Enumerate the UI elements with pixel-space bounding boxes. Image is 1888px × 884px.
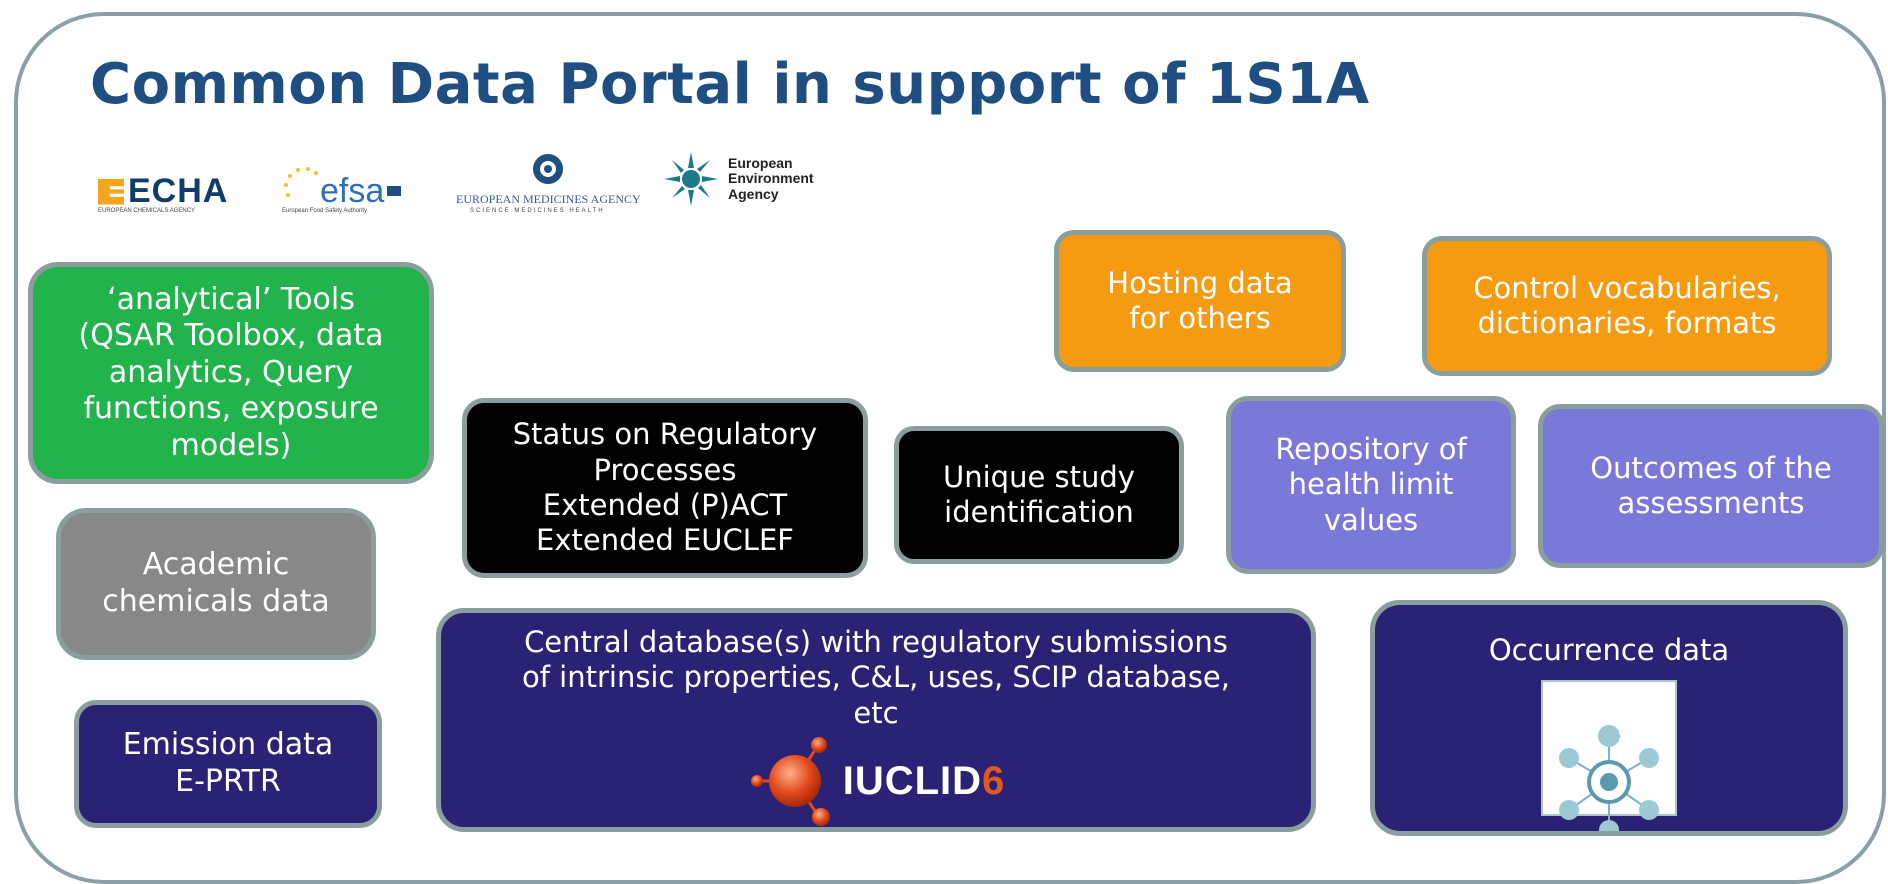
iuclid-version: 6 <box>982 758 1006 803</box>
ema-globe-icon <box>533 154 564 184</box>
outcomes-assessments-text: Outcomes of the assessments <box>1590 450 1832 520</box>
ema-logo-text: EUROPEAN MEDICINES AGENCY <box>456 192 641 206</box>
iuclid-logo: IUCLID6 <box>747 733 1006 827</box>
efsa-stars-icon <box>284 166 318 197</box>
outcomes-assessments-box: Outcomes of the assessments <box>1538 404 1884 568</box>
iuclid-molecule-icon <box>750 737 830 827</box>
emission-data-text: Emission data E-PRTR <box>122 727 334 799</box>
iuclid-logo-text: IUCLID6 <box>843 757 1006 806</box>
repository-health-box: Repository of health limit values <box>1226 396 1516 574</box>
efsa-logo-subtitle: European Food Safety Authority <box>282 208 368 214</box>
analytical-tools-text: ‘analytical’ Tools (QSAR Toolbox, data a… <box>78 281 384 463</box>
occurrence-network-image <box>1541 680 1677 831</box>
analytical-tools-box: ‘analytical’ Tools (QSAR Toolbox, data a… <box>28 262 434 484</box>
eea-logo-text: European Environment Agency <box>728 154 814 202</box>
academic-data-box: Academic chemicals data <box>56 508 376 660</box>
central-database-text: Central database(s) with regulatory subm… <box>521 625 1230 730</box>
unique-study-box: Unique study identification <box>894 426 1184 564</box>
echa-logo: ECHA <box>98 172 228 211</box>
hosting-data-box: Hosting data for others <box>1054 230 1346 372</box>
central-database-box: Central database(s) with regulatory subm… <box>436 608 1316 832</box>
network-icon <box>1559 724 1659 831</box>
control-vocab-box: Control vocabularies, dictionaries, form… <box>1422 236 1832 376</box>
eea-sun-icon <box>664 152 718 206</box>
status-regulatory-box: Status on Regulatory Processes Extended … <box>462 398 868 578</box>
control-vocab-text: Control vocabularies, dictionaries, form… <box>1473 270 1781 340</box>
page-title: Common Data Portal in support of 1S1A <box>90 52 1370 117</box>
unique-study-text: Unique study identification <box>943 459 1135 529</box>
repository-health-text: Repository of health limit values <box>1275 431 1467 537</box>
status-regulatory-text: Status on Regulatory Processes Extended … <box>512 417 818 558</box>
eea-logo: European Environment Agency <box>662 150 814 208</box>
occurrence-data-box: Occurrence data <box>1370 600 1848 836</box>
occurrence-data-text: Occurrence data <box>1488 633 1730 667</box>
echa-mark-icon <box>98 178 124 205</box>
echa-logo-subtitle: EUROPEAN CHEMICALS AGENCY <box>98 208 196 214</box>
ema-logo-subtitle: SCIENCE MEDICINES HEALTH <box>470 208 605 214</box>
academic-data-text: Academic chemicals data <box>102 547 330 619</box>
emission-data-box: Emission data E-PRTR <box>74 700 382 828</box>
ema-logo: EUROPEAN MEDICINES AGENCY <box>456 152 641 207</box>
echa-logo-text: ECHA <box>128 172 229 210</box>
efsa-logo-text: efsa <box>320 172 385 210</box>
iuclid-word: IUCLID <box>842 758 983 803</box>
efsa-logo: efsa <box>280 158 402 211</box>
efsa-square-icon <box>387 185 402 196</box>
hosting-data-text: Hosting data for others <box>1107 265 1293 335</box>
